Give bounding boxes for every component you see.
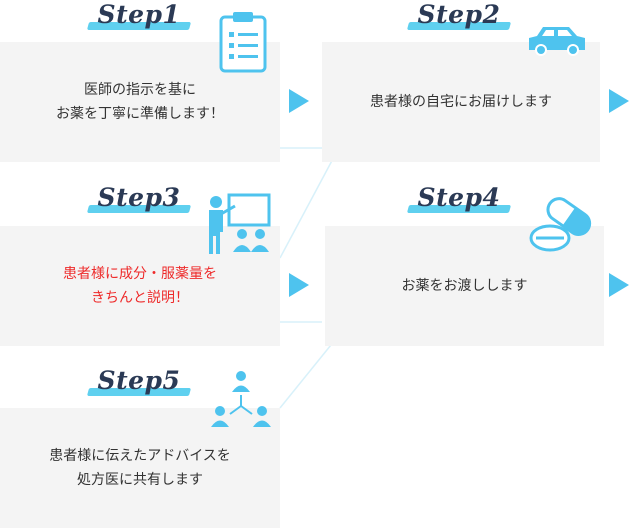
step4-text: お薬をお渡しします bbox=[401, 278, 528, 294]
step5-title: Step5 bbox=[84, 366, 194, 400]
car-icon bbox=[529, 27, 585, 56]
step4-title: Step4 bbox=[404, 183, 514, 217]
arrow-step4-next bbox=[609, 273, 629, 297]
presentation-icon bbox=[209, 193, 271, 254]
step2-text: 患者様の自宅にお届けします bbox=[370, 94, 552, 110]
arrow-step1-to-step2 bbox=[289, 89, 309, 113]
step3-title: Step3 bbox=[84, 183, 194, 217]
clipboard-icon bbox=[219, 12, 267, 73]
arrow-step2-next bbox=[609, 89, 629, 113]
arrow-step3-to-step4 bbox=[289, 273, 309, 297]
step3-text: 患者様に成分・服薬量を きちんと説明！ bbox=[63, 266, 217, 306]
step2-box: 患者様の自宅にお届けします bbox=[322, 42, 600, 162]
network-people-icon bbox=[211, 371, 271, 427]
step1-text: 医師の指示を基に お薬を丁寧に準備します！ bbox=[56, 82, 224, 122]
step1-title: Step1 bbox=[84, 0, 194, 34]
step2-title: Step2 bbox=[404, 0, 514, 34]
step5-text: 患者様に伝えたアドバイスを 処方医に共有します bbox=[49, 448, 231, 488]
step5-box: 患者様に伝えたアドバイスを 処方医に共有します bbox=[0, 408, 280, 528]
step3-box: 患者様に成分・服薬量を きちんと説明！ bbox=[0, 226, 280, 346]
pill-capsule-icon bbox=[529, 197, 592, 252]
